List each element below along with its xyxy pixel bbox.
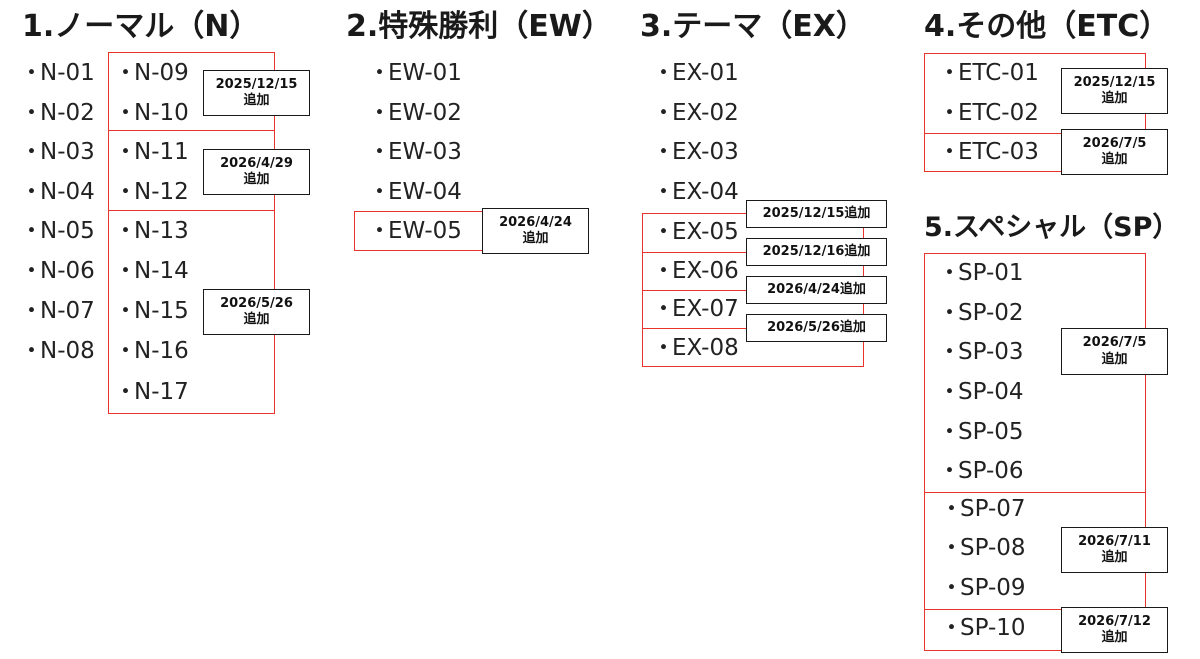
list-item: ・SP-04 [938, 379, 1024, 405]
section-title-normal: 1.ノーマル（N） [22, 9, 260, 44]
list-item: ・N-10 [114, 100, 189, 126]
list-item: ・N-14 [114, 258, 189, 284]
divider-line [924, 133, 1146, 134]
list-item: ・N-01 [20, 60, 95, 86]
list-item: ・N-07 [20, 298, 95, 324]
list-item: ・N-11 [114, 139, 189, 165]
list-item: ・N-13 [114, 218, 189, 244]
list-item: ・EX-03 [652, 139, 739, 165]
divider-line [924, 492, 1146, 493]
list-item: ・SP-07 [940, 496, 1026, 522]
section-title-theme: 3.テーマ（EX） [640, 9, 866, 44]
section-title-special: 5.スペシャル（SP） [924, 212, 1180, 243]
list-item: ・EW-01 [368, 60, 462, 86]
list-item: ・EW-04 [368, 179, 462, 205]
list-item: ・EX-01 [652, 60, 739, 86]
list-item: ・ETC-01 [938, 60, 1039, 86]
list-item: ・EW-03 [368, 139, 462, 165]
list-item: ・N-15 [114, 298, 189, 324]
list-item: ・N-06 [20, 258, 95, 284]
list-item: ・SP-09 [940, 575, 1026, 601]
list-item: ・SP-02 [938, 300, 1024, 326]
divider-line [108, 130, 275, 131]
added-date-note: 2025/12/16追加 [746, 238, 887, 266]
list-item: ・EX-05 [652, 219, 739, 245]
list-item: ・N-12 [114, 179, 189, 205]
list-item: ・N-04 [20, 179, 95, 205]
list-item: ・EX-02 [652, 100, 739, 126]
divider-line [924, 609, 1146, 610]
list-item: ・SP-03 [938, 339, 1024, 365]
list-item: ・EW-02 [368, 100, 462, 126]
list-item: ・N-03 [20, 139, 95, 165]
added-date-note: 2026/5/26追加 [746, 314, 887, 342]
list-item: ・SP-08 [940, 535, 1026, 561]
divider-line [108, 210, 275, 211]
list-item: ・SP-01 [938, 260, 1024, 286]
list-item: ・N-16 [114, 338, 189, 364]
list-item: ・EX-07 [652, 296, 739, 322]
list-item: ・EX-06 [652, 258, 739, 284]
list-item: ・N-02 [20, 100, 95, 126]
section-title-other: 4.その他（ETC） [924, 9, 1170, 44]
section-title-special-win: 2.特殊勝利（EW） [346, 9, 612, 44]
added-date-note: 2025/12/15追加 [746, 200, 887, 228]
highlight-box-special [924, 253, 1146, 651]
list-item: ・N-17 [114, 379, 189, 405]
list-item: ・ETC-03 [938, 139, 1039, 165]
list-item: ・N-08 [20, 338, 95, 364]
list-item: ・N-09 [114, 60, 189, 86]
added-date-note: 2026/4/24追加 [746, 276, 887, 304]
list-item: ・EX-04 [652, 179, 739, 205]
list-item: ・EW-05 [368, 218, 462, 244]
list-item: ・ETC-02 [938, 100, 1039, 126]
highlight-box-normal [108, 52, 275, 414]
list-item: ・SP-05 [938, 419, 1024, 445]
list-item: ・SP-10 [940, 615, 1026, 641]
list-item: ・EX-08 [652, 335, 739, 361]
list-item: ・SP-06 [938, 458, 1024, 484]
list-item: ・N-05 [20, 218, 95, 244]
